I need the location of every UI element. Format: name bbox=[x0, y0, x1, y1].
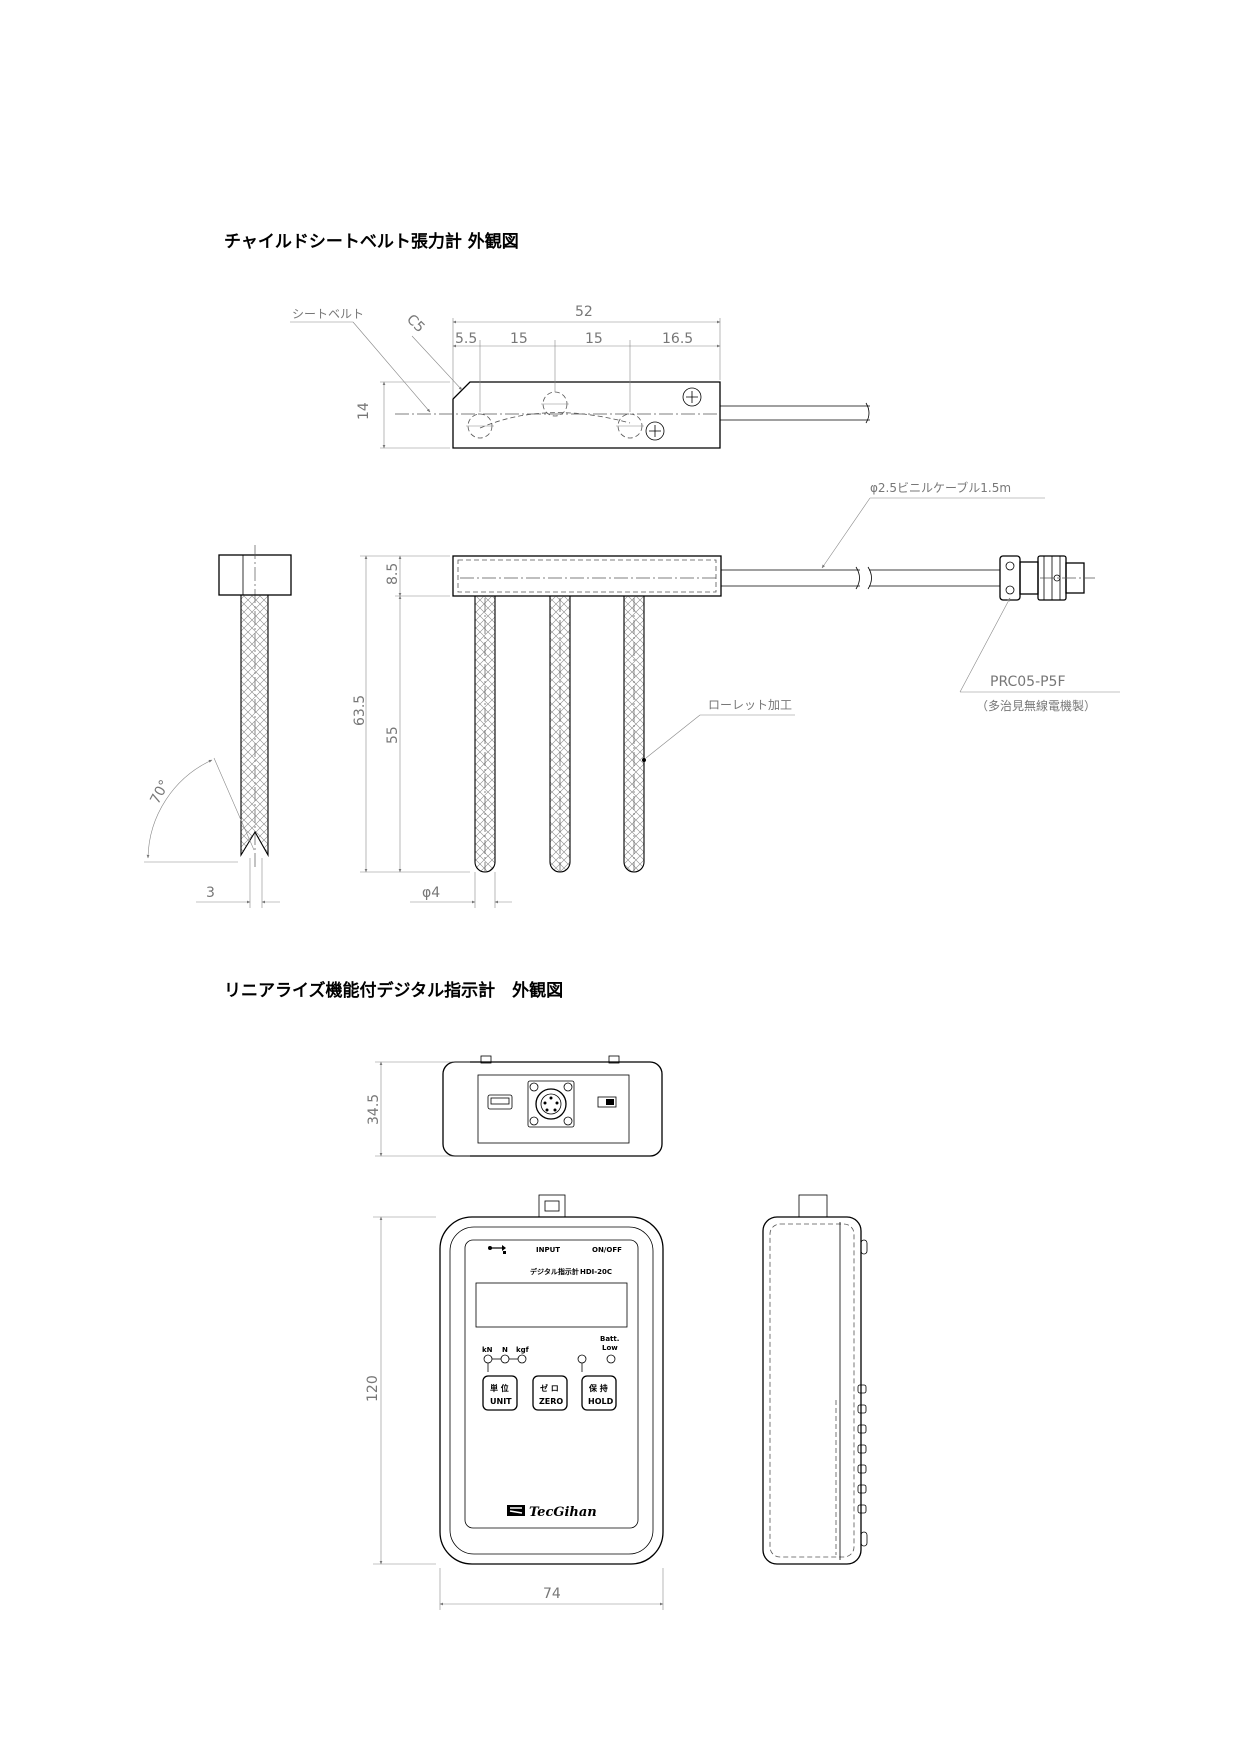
panel-low: Low bbox=[602, 1344, 618, 1352]
hold-button[interactable] bbox=[581, 1375, 617, 1411]
dim-angle: 70° bbox=[147, 777, 173, 806]
indicator-front-dimensions: 120 74 bbox=[365, 1216, 664, 1610]
dim-top-thickness: 8.5 bbox=[385, 563, 401, 585]
dim-depth: 34.5 bbox=[366, 1094, 382, 1125]
unit-button[interactable] bbox=[482, 1375, 518, 1411]
brand-logo-icon bbox=[507, 1505, 525, 1516]
panel-model-jp: デジタル指示計 bbox=[530, 1267, 579, 1276]
hold-button-label: HOLD bbox=[588, 1397, 614, 1406]
sensor-front-dimensions: 63.5 8.5 55 φ4 φ2.5ビニルケーブル1.5m ローレット加工 P… bbox=[352, 480, 1120, 908]
label-connector: PRC05-P5F bbox=[990, 674, 1066, 690]
connector bbox=[999, 555, 1095, 601]
sensor-title: チャイルドシートベルト張力計 外観図 bbox=[224, 231, 519, 252]
label-maker: （多治見無線電機製） bbox=[976, 698, 1096, 713]
panel-onoff: ON/OFF bbox=[592, 1246, 622, 1254]
panel-model: HDI-20C bbox=[580, 1268, 612, 1276]
panel-batt: Batt. bbox=[600, 1335, 619, 1343]
sensor-front-view bbox=[452, 555, 1000, 873]
dim-pitch-a: 5.5 bbox=[455, 331, 477, 347]
indicator-top-view bbox=[442, 1055, 663, 1157]
dim-overall-height: 63.5 bbox=[352, 695, 368, 726]
unit-kgf-label: kgf bbox=[516, 1346, 530, 1354]
sensor-top-dimensions: 52 5.5 15 15 16.5 14 C5 シートベルト bbox=[290, 304, 721, 449]
label-knurl: ローレット加工 bbox=[708, 698, 792, 712]
unit-button-jp: 単 位 bbox=[490, 1383, 509, 1393]
dim-tip-width: 3 bbox=[206, 885, 215, 901]
indicator-front-view: INPUT ON/OFF デジタル指示計 HDI-20C kN N kgf Ba… bbox=[439, 1194, 664, 1565]
dim-chamfer: C5 bbox=[403, 312, 428, 337]
indicator-side-view bbox=[762, 1194, 868, 1565]
dim-pitch-b: 15 bbox=[510, 331, 528, 347]
label-seatbelt: シートベルト bbox=[292, 307, 364, 321]
dim-width: 74 bbox=[543, 1586, 561, 1602]
dim-pitch-c: 15 bbox=[585, 331, 603, 347]
indicator-title: リニアライズ機能付デジタル指示計 外観図 bbox=[224, 980, 563, 1001]
panel-input: INPUT bbox=[536, 1246, 560, 1254]
dim-height: 120 bbox=[365, 1375, 381, 1402]
unit-kn-label: kN bbox=[482, 1346, 493, 1354]
dim-pin-length: 55 bbox=[385, 726, 401, 744]
dim-pitch-d: 16.5 bbox=[662, 331, 693, 347]
dim-total-width: 52 bbox=[575, 304, 593, 320]
sensor-top-view bbox=[395, 381, 870, 449]
dim-pin-diameter: φ4 bbox=[422, 885, 440, 901]
sensor-side-view bbox=[218, 545, 292, 870]
unit-n-label: N bbox=[502, 1346, 508, 1354]
zero-button-jp: ゼ ロ bbox=[540, 1383, 559, 1393]
brand-name: TecGihan bbox=[529, 1505, 597, 1520]
zero-button-label: ZERO bbox=[539, 1397, 563, 1406]
indicator-top-dimensions: 34.5 bbox=[366, 1061, 470, 1157]
label-cable: φ2.5ビニルケーブル1.5m bbox=[870, 480, 1011, 495]
hold-button-jp: 保 持 bbox=[588, 1383, 608, 1393]
unit-button-label: UNIT bbox=[490, 1397, 512, 1406]
dim-height: 14 bbox=[356, 402, 372, 420]
zero-button[interactable] bbox=[532, 1375, 568, 1411]
